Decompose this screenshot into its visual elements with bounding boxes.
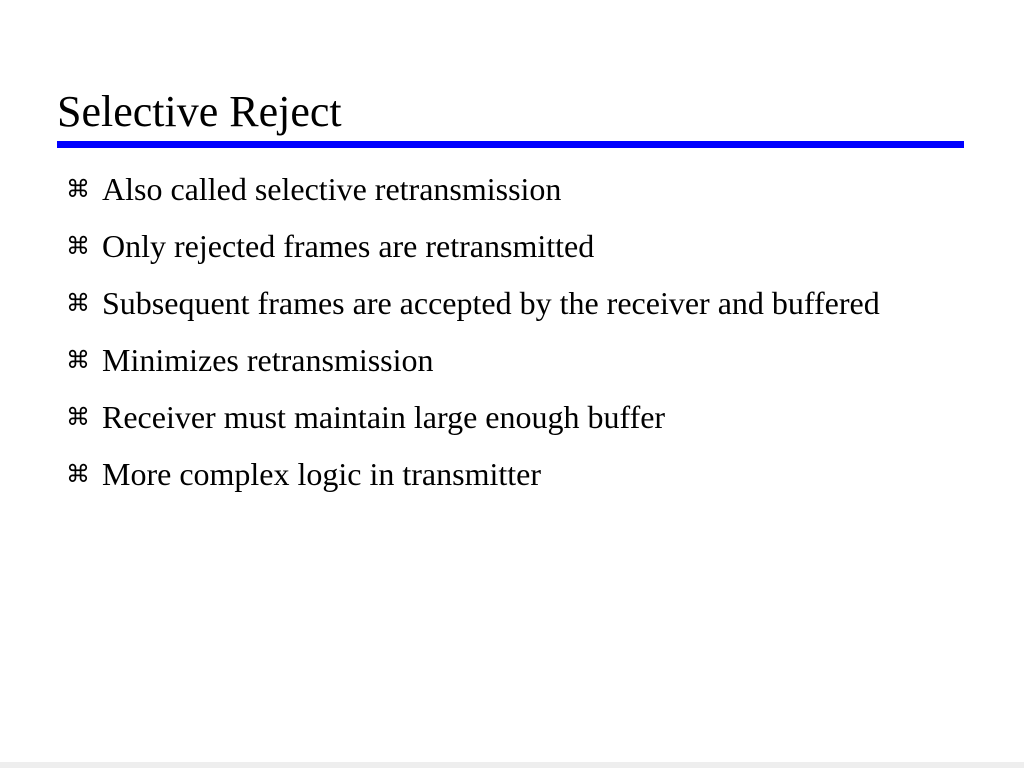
slide-title: Selective Reject	[57, 87, 342, 136]
title-underline	[57, 141, 964, 148]
list-item: ⌘ Only rejected frames are retransmitted	[66, 223, 966, 270]
bottom-edge-strip	[0, 762, 1024, 768]
bullet-text: Receiver must maintain large enough buff…	[102, 399, 666, 435]
list-item: ⌘ Minimizes retransmission	[66, 337, 966, 384]
command-key-icon: ⌘	[66, 346, 90, 374]
bullet-text: Subsequent frames are accepted by the re…	[102, 285, 880, 321]
list-item: ⌘ Receiver must maintain large enough bu…	[66, 394, 966, 441]
bullet-text: Only rejected frames are retransmitted	[102, 228, 595, 264]
command-key-icon: ⌘	[66, 460, 90, 488]
bullet-list: ⌘ Also called selective retransmission ⌘…	[66, 166, 966, 508]
command-key-icon: ⌘	[66, 289, 90, 317]
command-key-icon: ⌘	[66, 403, 90, 431]
bullet-text: Also called selective retransmission	[102, 171, 562, 207]
command-key-icon: ⌘	[66, 175, 90, 203]
list-item: ⌘ More complex logic in transmitter	[66, 451, 966, 498]
bullet-text: Minimizes retransmission	[102, 342, 434, 378]
list-item: ⌘ Also called selective retransmission	[66, 166, 966, 213]
command-key-icon: ⌘	[66, 232, 90, 260]
bullet-text: More complex logic in transmitter	[102, 456, 541, 492]
list-item: ⌘ Subsequent frames are accepted by the …	[66, 280, 966, 327]
